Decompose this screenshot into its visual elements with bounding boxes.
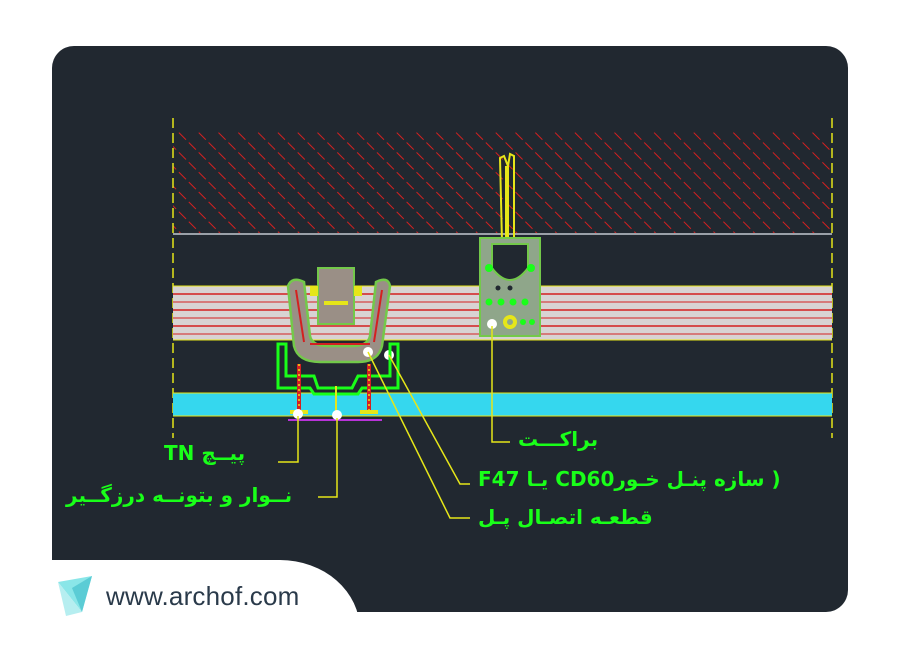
label-bracket: براکـــت xyxy=(518,427,599,451)
furring-channel xyxy=(276,342,400,396)
screws xyxy=(290,364,378,420)
cad-section-drawing xyxy=(172,118,833,519)
label-screw: پیــچ TN xyxy=(164,441,246,465)
label-tape: نــوار و بتونــه درزگــیر xyxy=(66,483,293,507)
leader-lines xyxy=(278,326,510,519)
label-connector: قطعـه اتصـال پـل xyxy=(478,505,653,529)
concrete-slab-hatch xyxy=(173,132,832,234)
archof-logo-icon xyxy=(58,576,92,616)
drawing-panel: براکـــت ( سازه پنـل خـورCD60 یـا F47 قط… xyxy=(52,46,848,612)
brand-url[interactable]: www.archof.com xyxy=(106,581,300,611)
gypsum-board xyxy=(173,393,832,416)
brand-footer xyxy=(0,560,360,660)
bracket xyxy=(479,152,541,337)
connector-clip xyxy=(286,267,394,364)
label-panel-frame: ( سازه پنـل خـورCD60 یـا F47 xyxy=(478,467,781,491)
